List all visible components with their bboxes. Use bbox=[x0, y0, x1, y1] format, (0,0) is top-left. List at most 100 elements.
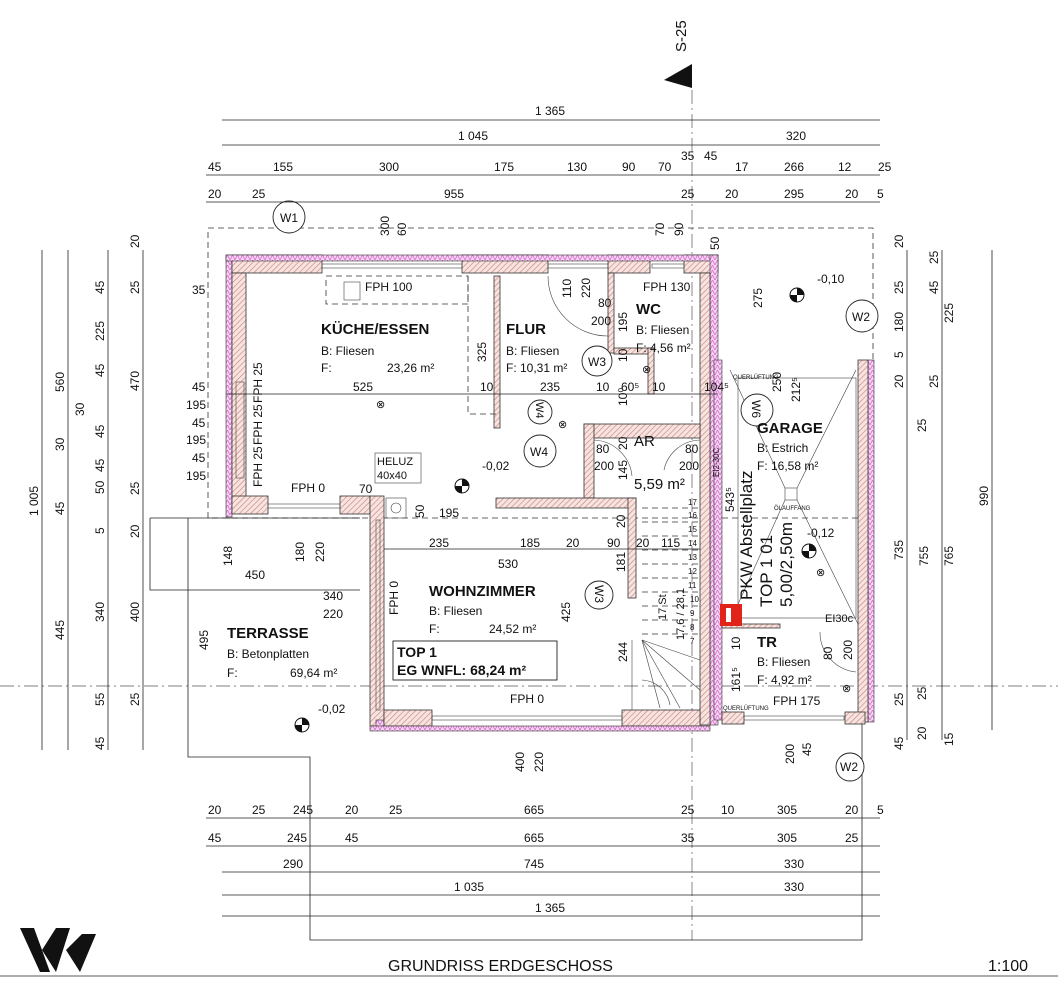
staircase bbox=[631, 507, 701, 710]
dimension-label: 25 bbox=[252, 803, 266, 817]
dimension-label: 161⁵ bbox=[729, 667, 743, 692]
window-tag-w1: W1 bbox=[280, 211, 298, 225]
sill-height-label: FPH 175 bbox=[773, 694, 821, 708]
dimension-label: 220 bbox=[532, 752, 546, 772]
stair-step: 15 bbox=[688, 525, 697, 534]
terrace-outline bbox=[187, 518, 863, 941]
dimension-label: 250 bbox=[770, 372, 784, 392]
dimension-label: 50 bbox=[708, 236, 722, 250]
dimension-label: 20 bbox=[128, 524, 142, 538]
dimension-label: 50 bbox=[93, 480, 107, 494]
dimension-label: 300 bbox=[379, 160, 399, 174]
dimension-label: 244 bbox=[616, 642, 630, 662]
dimension-label: 955 bbox=[444, 187, 464, 201]
dimension-label: 25 bbox=[878, 160, 892, 174]
stair-step: 10 bbox=[690, 595, 699, 604]
dimension-label: 45 bbox=[800, 742, 814, 756]
dimension-label: 25 bbox=[927, 374, 941, 388]
dimension-label: 45 bbox=[93, 458, 107, 472]
dimension-label: 765 bbox=[942, 546, 956, 566]
level-label: -0,02 bbox=[318, 702, 346, 716]
dimension-label: 20 bbox=[208, 803, 222, 817]
dimension-label: 200 bbox=[841, 640, 855, 660]
dimension-label: 10 bbox=[721, 803, 735, 817]
dimension-label: 20 bbox=[725, 187, 739, 201]
dimension-label: 1 005 bbox=[27, 486, 41, 516]
dimension-label: 185 bbox=[520, 536, 540, 550]
dimension-label: 25 bbox=[845, 831, 859, 845]
window-tag-w4: W4 bbox=[533, 402, 545, 419]
dimension-label: 45 bbox=[93, 424, 107, 438]
dimension-lines bbox=[41, 119, 993, 917]
sink-icon bbox=[343, 281, 361, 301]
dimension-label: 25 bbox=[128, 692, 142, 706]
light-outlet-icon: ⊗⊗⊗⊗⊗ bbox=[376, 364, 851, 695]
dimension-label: 10 bbox=[480, 380, 494, 394]
dimension-label: 20 bbox=[614, 514, 628, 528]
svg-text:S-25: S-25 bbox=[673, 20, 690, 52]
parking-unit: TOP 1 01 bbox=[757, 535, 776, 607]
room-floor: B: Fliesen bbox=[757, 655, 810, 669]
dimension-label: 60 bbox=[395, 222, 409, 236]
dimension-label: 110 bbox=[560, 279, 574, 298]
level-marker bbox=[294, 287, 817, 733]
parking-size: 5,00/2,50m bbox=[777, 522, 796, 607]
room-area: F: 4,92 m² bbox=[757, 673, 812, 687]
stair-step: 9 bbox=[690, 609, 695, 618]
room-area-label: F: bbox=[429, 622, 440, 636]
dimension-label: 80 bbox=[685, 442, 699, 456]
dimension-label: 5 bbox=[877, 187, 884, 201]
dimension-label: 70 bbox=[658, 160, 672, 174]
dimension-label: 15 bbox=[942, 732, 956, 746]
dimension-label: 55 bbox=[93, 692, 107, 706]
dimension-label: 340 bbox=[323, 589, 343, 603]
window-tag-w6: W6 bbox=[749, 400, 763, 418]
dimension-label: 990 bbox=[977, 486, 991, 506]
terrace-canopy bbox=[149, 517, 360, 591]
dimension-label: 200 bbox=[594, 459, 614, 473]
dimension-label: 180 bbox=[892, 312, 906, 332]
heluz-box bbox=[374, 452, 422, 484]
dimension-label: 20 bbox=[845, 187, 859, 201]
dimension-label: 45 bbox=[704, 149, 718, 163]
svg-text:⊗: ⊗ bbox=[642, 364, 651, 376]
fire-door-label: EI30c bbox=[825, 613, 854, 625]
dimension-label: 400 bbox=[513, 752, 527, 772]
drawing-title: GRUNDRISS ERDGESCHOSS bbox=[388, 958, 613, 975]
dimension-label: 30 bbox=[73, 402, 87, 416]
room-floor: B: Fliesen bbox=[321, 344, 374, 358]
room-area: F: 4,56 m² bbox=[636, 341, 691, 355]
dimension-label: 325 bbox=[475, 342, 489, 362]
dimension-label: 90 bbox=[672, 222, 686, 236]
dimension-label: 320 bbox=[786, 129, 806, 143]
room-name-ar: AR bbox=[634, 433, 655, 450]
dimension-label: 35 bbox=[192, 283, 206, 297]
dimension-label: 340 bbox=[93, 602, 107, 622]
dimension-label: 25 bbox=[892, 692, 906, 706]
dimension-label: 50 bbox=[413, 504, 427, 518]
dimension-label: 80 bbox=[821, 646, 835, 660]
dimension-label: 5 bbox=[93, 527, 107, 534]
room-area: 23,26 m² bbox=[387, 361, 434, 375]
dimension-label: 200 bbox=[591, 314, 611, 328]
sill-height-label: FPH 25 bbox=[251, 404, 265, 445]
dimension-label: 25 bbox=[128, 481, 142, 495]
room-floor: B: Betonplatten bbox=[227, 647, 309, 661]
dimension-label: 560 bbox=[53, 372, 67, 392]
dimension-label: 25 bbox=[128, 280, 142, 294]
dimension-label: 400 bbox=[128, 602, 142, 622]
room-name-terrasse: TERRASSE bbox=[227, 625, 309, 642]
room-floor: B: Estrich bbox=[757, 441, 808, 455]
dimension-label: 235 bbox=[429, 536, 449, 550]
dimension-label: 12 bbox=[838, 160, 852, 174]
dimension-label: 266 bbox=[784, 160, 804, 174]
dimension-label: 275 bbox=[751, 288, 765, 308]
heluz-label: HELUZ bbox=[377, 456, 413, 468]
window-tag-w4: W4 bbox=[530, 445, 548, 459]
unit-summary-box bbox=[392, 640, 558, 681]
unit-living-area: EG WNFL: 68,24 m² bbox=[397, 662, 526, 678]
parking-label: PKW Abstellplatz bbox=[737, 471, 756, 600]
stair-step: 14 bbox=[688, 539, 697, 548]
dimension-label: 10 bbox=[616, 348, 630, 362]
